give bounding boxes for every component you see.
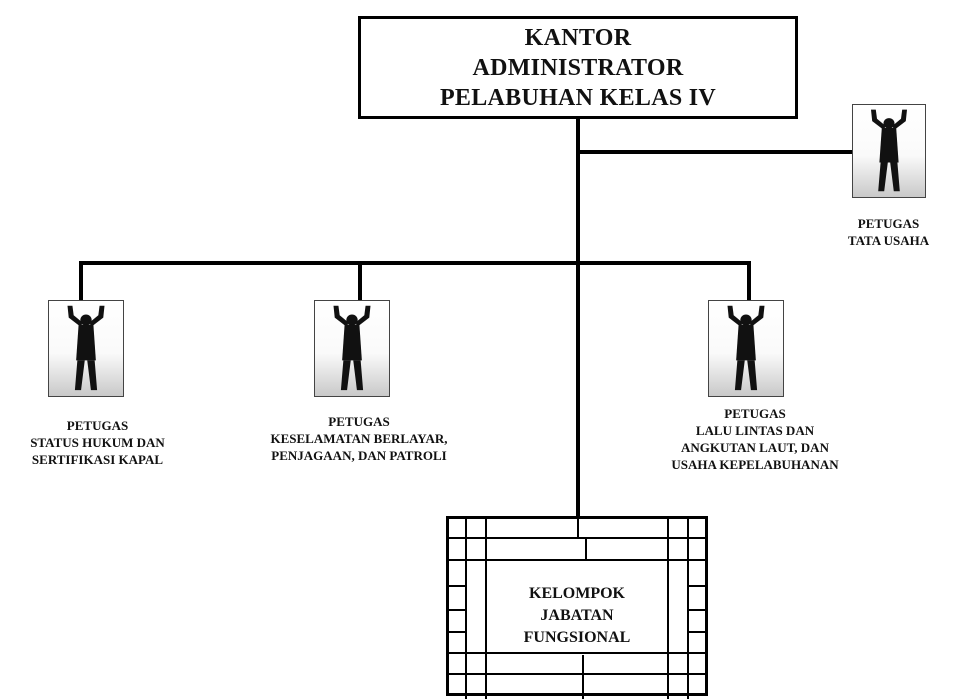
grid-hline-2 [449,559,705,561]
unit-3-line-4: USAHA KEPELABUHANAN [671,457,839,472]
functional-group-line-1: KELOMPOK [529,584,625,602]
grid-hline-right-b [688,609,705,611]
functional-group-box: KELOMPOK JABATAN FUNGSIONAL [446,516,708,699]
grid-vline-right-inner [667,519,669,699]
unit-3-label: PETUGAS LALU LINTAS DAN ANGKUTAN LAUT, D… [628,405,882,473]
grid-hline-3 [449,652,705,654]
drop-line-unit-2 [358,261,362,303]
functional-group-line-3: FUNGSIONAL [523,628,631,646]
unit-1-line-2: STATUS HUKUM DAN [30,435,165,450]
tata-usaha-label: PETUGAS TATA USAHA [820,215,957,249]
unit-3-line-1: PETUGAS [724,406,786,421]
grid-vline-left-inner [485,519,487,699]
unit-3-line-3: ANGKUTAN LAUT, DAN [681,440,829,455]
head-office-line-1: KANTOR [524,24,632,51]
staff-branch-line [578,150,853,154]
grid-vline-top-center [577,519,579,539]
unit-2-line-1: PETUGAS [328,414,390,429]
person-arms-raised-icon [48,300,124,397]
grid-hline-left-a [449,585,466,587]
person-arms-raised-icon [852,104,926,198]
grid-vline-left [465,519,467,699]
person-arms-raised-icon [708,300,784,397]
head-office-line-3: PELABUHAN KELAS IV [439,84,717,111]
unit-1-line-1: PETUGAS [66,418,129,433]
functional-group-line-2: JABATAN [540,606,614,624]
unit-2-line-3: PENJAGAAN, DAN PATROLI [271,448,447,463]
grid-hline-4 [449,673,705,675]
grid-hline-right-c [688,631,705,633]
head-office-box: KANTOR ADMINISTRATOR PELABUHAN KELAS IV [358,16,798,119]
tata-usaha-line-1: PETUGAS [857,216,920,231]
trunk-line [576,118,580,518]
grid-vline-mid-upper [585,539,587,560]
unit-bar-line [79,261,751,265]
grid-hline-right-a [688,585,705,587]
tata-usaha-line-2: TATA USAHA [847,233,930,248]
grid-hline-left-c [449,631,466,633]
unit-2-label: PETUGAS KESELAMATAN BERLAYAR, PENJAGAAN,… [232,413,486,464]
grid-hline-1 [449,537,705,539]
unit-1-label: PETUGAS STATUS HUKUM DAN SERTIFIKASI KAP… [0,417,195,468]
drop-line-unit-1 [79,261,83,303]
grid-vline-mid-lower [582,655,584,699]
functional-group-text: KELOMPOK JABATAN FUNGSIONAL [488,563,666,668]
unit-1-line-3: SERTIFIKASI KAPAL [31,452,164,467]
drop-line-unit-3 [747,261,751,303]
head-office-line-2: ADMINISTRATOR [472,54,684,81]
unit-2-line-2: KESELAMATAN BERLAYAR, [270,431,448,446]
person-arms-raised-icon [314,300,390,397]
unit-3-line-2: LALU LINTAS DAN [695,423,815,438]
grid-hline-left-b [449,609,466,611]
